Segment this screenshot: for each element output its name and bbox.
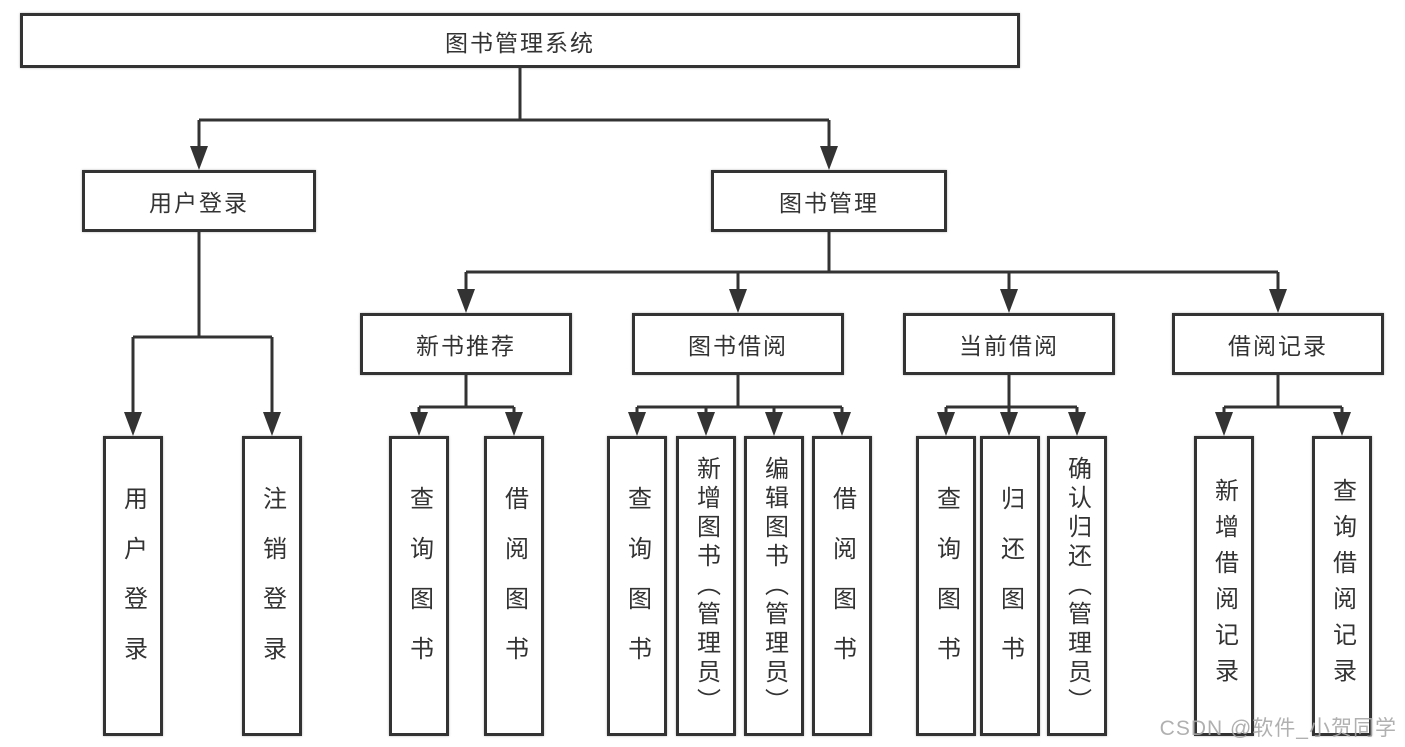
arrow-down-icon [1068,412,1086,436]
arrow-down-icon [1333,412,1351,436]
arrow-down-icon [505,412,523,436]
arrow-down-icon [1215,412,1233,436]
arrow-down-icon [833,412,851,436]
leaf-current-query-books: 查询图书 [916,436,976,736]
arrow-down-icon [729,289,747,313]
node-new-book-recommendation: 新书推荐 [360,313,572,375]
leaf-query-borrow-record: 查询借阅记录 [1312,436,1372,736]
node-current-borrowing: 当前借阅 [903,313,1115,375]
arrow-down-icon [697,412,715,436]
arrow-down-icon [1269,289,1287,313]
arrow-down-icon [937,412,955,436]
leaf-recommend-borrow-books: 借阅图书 [484,436,544,736]
leaf-add-borrow-record: 新增借阅记录 [1194,436,1254,736]
leaf-borrowing-borrow-books: 借阅图书 [812,436,872,736]
arrow-down-icon [410,412,428,436]
arrow-down-icon [820,146,838,170]
node-user-login: 用户登录 [82,170,316,232]
leaf-borrowing-query-books: 查询图书 [607,436,667,736]
leaf-add-books-admin: 新增图书（管理员） [676,436,736,736]
leaf-user-login: 用户登录 [103,436,163,736]
arrow-down-icon [190,146,208,170]
node-library-management-system: 图书管理系统 [20,13,1020,68]
arrow-down-icon [124,412,142,436]
node-book-borrowing: 图书借阅 [632,313,844,375]
csdn-watermark: CSDN @软件_小贺同学 [1159,717,1397,740]
leaf-confirm-return-admin: 确认归还（管理员） [1047,436,1107,736]
arrow-down-icon [1000,412,1018,436]
arrow-down-icon [263,412,281,436]
leaf-return-books: 归还图书 [980,436,1040,736]
arrow-down-icon [765,412,783,436]
arrow-down-icon [1000,289,1018,313]
arrow-down-icon [628,412,646,436]
leaf-logout: 注销登录 [242,436,302,736]
node-borrowing-records: 借阅记录 [1172,313,1384,375]
leaf-edit-books-admin: 编辑图书（管理员） [744,436,804,736]
node-book-management: 图书管理 [711,170,947,232]
arrow-down-icon [457,289,475,313]
leaf-recommend-query-books: 查询图书 [389,436,449,736]
